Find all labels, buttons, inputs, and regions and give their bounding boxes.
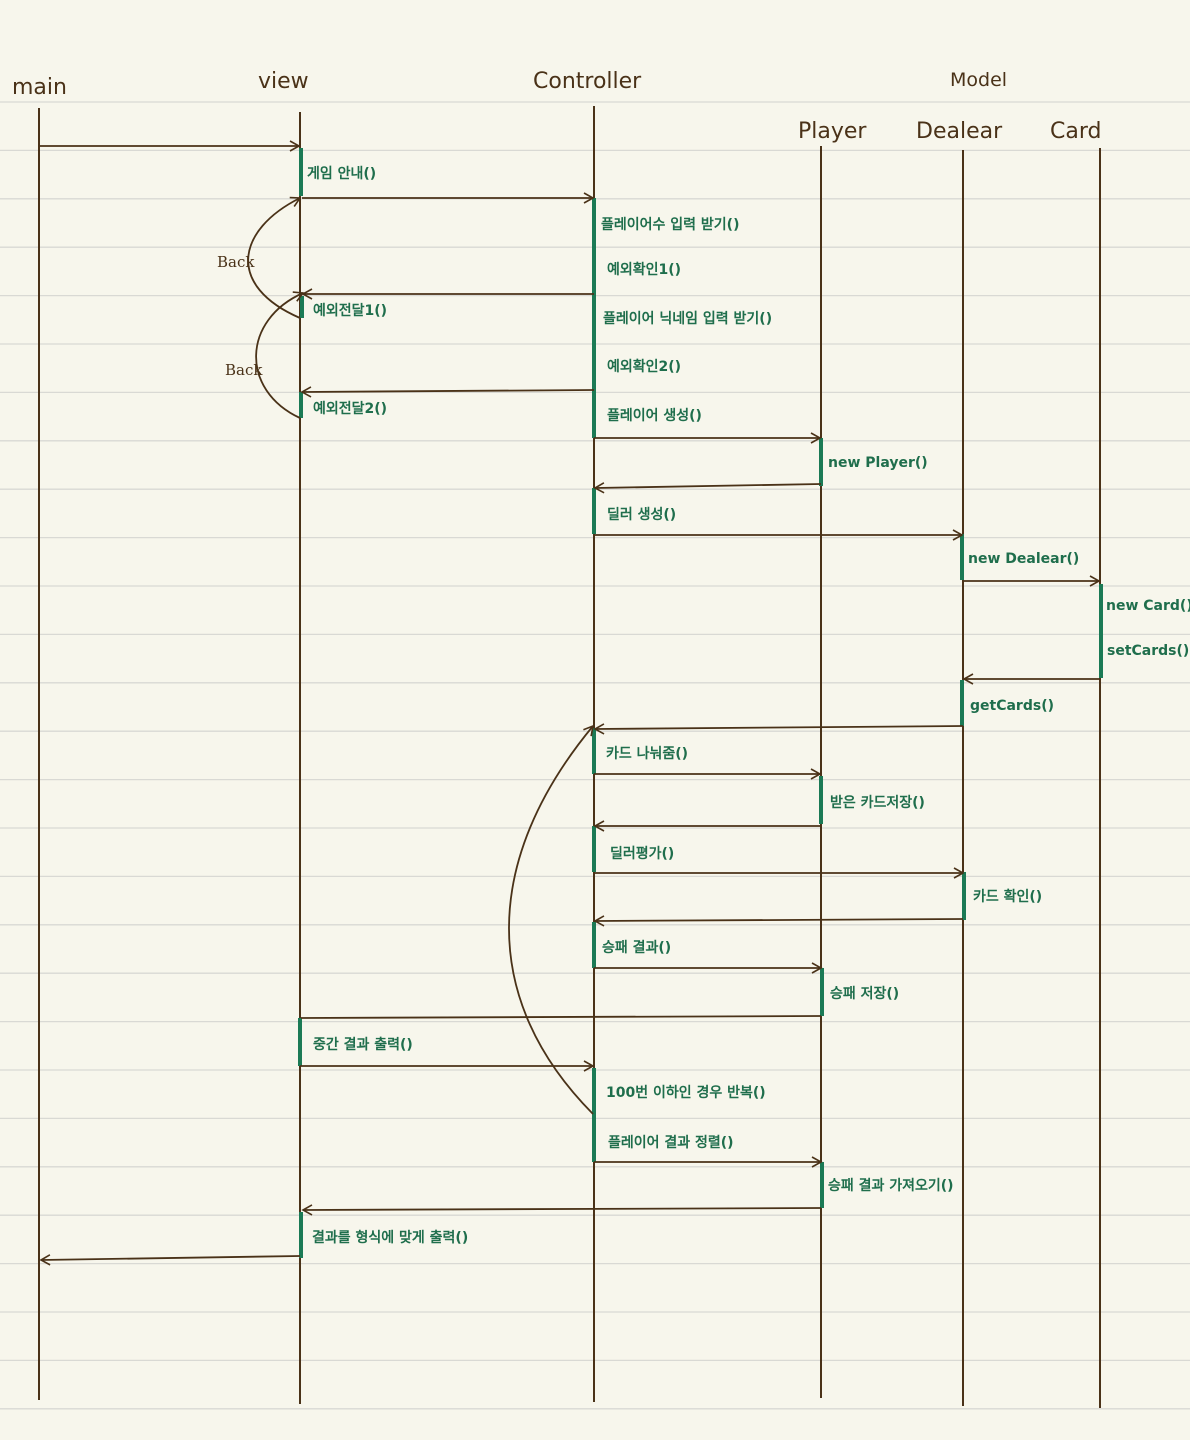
msg-set-cards: setCards() [1107,643,1189,659]
msg-fetch-results: 승패 결과 가져오기() [828,1177,954,1194]
header-controller: Controller [533,69,642,94]
msg-new-dealer: new Dealear() [968,551,1079,567]
msg-save-win-lose: 승패 저장() [830,985,899,1002]
msg-sort-results: 플레이어 결과 정렬() [608,1134,734,1151]
msg-get-cards: getCards() [970,698,1054,714]
arrow-dealer-to-controller-1 [593,723,964,735]
msg-receive-player-count: 플레이어수 입력 받기() [601,216,739,233]
msg-new-card: new Card() [1106,598,1190,614]
msg-dealer-eval: 딜러평가() [610,845,674,862]
loop-back-1-curve [247,196,302,319]
msg-print-formatted: 결과를 형식에 맞게 출력() [312,1229,468,1246]
repeat-loop-curve [508,724,595,1115]
msg-print-interim: 중간 결과 출력() [313,1036,413,1053]
msg-save-cards: 받은 카드저장() [830,794,925,811]
msg-create-dealer: 딜러 생성() [607,507,676,523]
loop-back-2-label: Back [225,361,263,379]
arrow-player-to-view [301,1204,822,1216]
msg-check-error-1: 예외확인1() [607,261,681,278]
msg-create-player: 플레이어 생성() [607,407,702,424]
arrow-player-to-controller-1 [593,482,822,494]
msg-new-player: new Player() [828,455,928,471]
header-model: Model [950,69,1007,91]
msg-deliver-error-1: 예외전달1() [313,302,387,319]
header-dealer: Dealear [916,119,1003,144]
arrow-view-to-main [39,1254,301,1266]
loop-back-1-label: Back [217,253,255,271]
msg-check-error-2: 예외확인2() [607,358,681,375]
arrow-dealer-to-controller-2 [593,915,964,927]
msg-win-lose-result: 승패 결과() [602,939,671,956]
msg-game-guide: 게임 안내() [307,165,376,182]
header-card: Card [1050,119,1101,144]
line-player-to-view [300,1015,822,1019]
msg-repeat-100: 100번 이하인 경우 반복() [606,1084,766,1101]
msg-deal-cards: 카드 나눠줌() [606,746,688,762]
header-player: Player [798,119,867,144]
header-view: view [258,69,309,94]
msg-card-check: 카드 확인() [973,888,1042,905]
header-main: main [12,75,67,100]
msg-receive-nicknames: 플레이어 닉네임 입력 받기() [603,310,772,327]
arrow-controller-to-view-2 [300,386,595,398]
msg-deliver-error-2: 예외전달2() [313,400,387,417]
loop-back-2-curve [255,291,305,419]
